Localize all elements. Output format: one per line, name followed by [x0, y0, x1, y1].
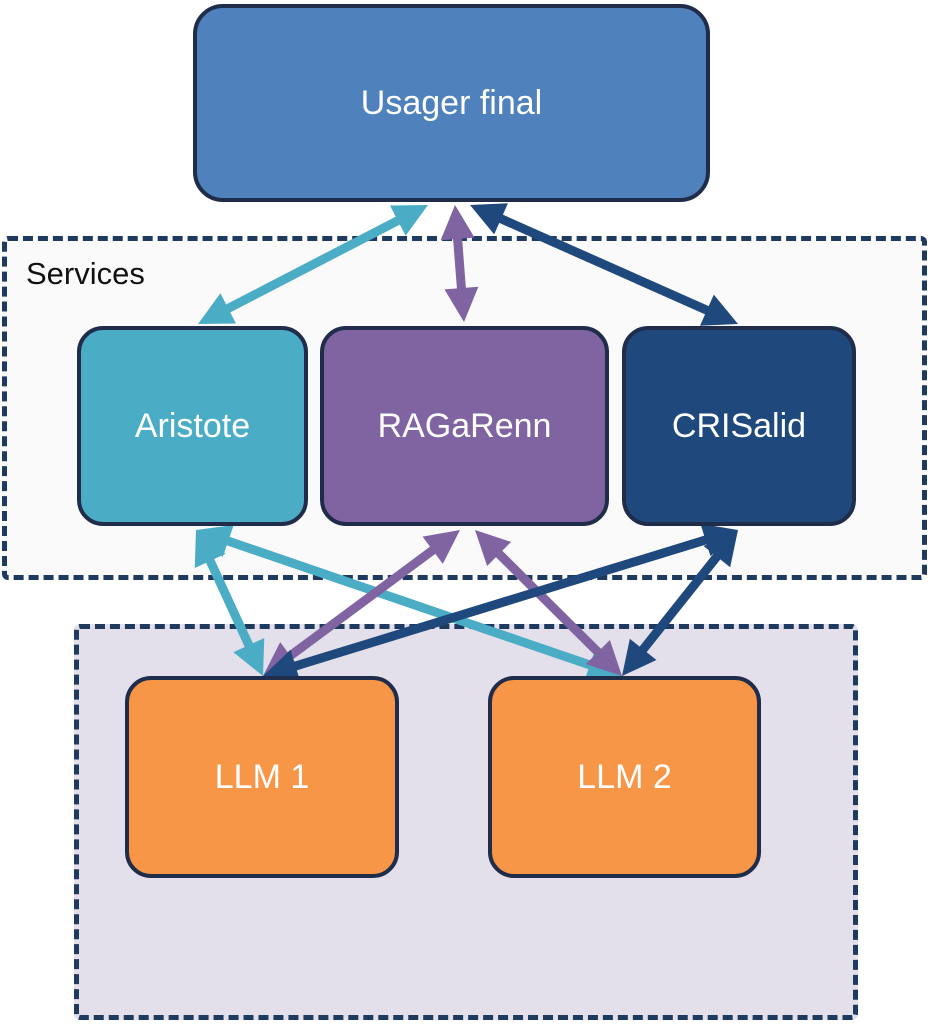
node-crisalid[interactable]: CRISalid — [622, 326, 856, 526]
node-ragarenn-label: RAGaRenn — [377, 406, 552, 445]
node-llm-2[interactable]: LLM 2 — [488, 676, 761, 878]
node-llm-2-label: LLM 2 — [577, 757, 672, 796]
arrow-head — [470, 203, 508, 235]
node-ragarenn[interactable]: RAGaRenn — [320, 326, 609, 526]
services-group-label: Services — [26, 256, 145, 291]
node-llm-1-label: LLM 1 — [214, 757, 310, 796]
node-llm-1[interactable]: LLM 1 — [125, 676, 399, 878]
node-usager-final[interactable]: Usager final — [193, 4, 710, 202]
node-usager-final-label: Usager final — [360, 83, 543, 122]
arrow-head — [389, 205, 428, 236]
arrow-head — [440, 205, 475, 241]
node-crisalid-label: CRISalid — [671, 406, 807, 445]
node-aristote-label: Aristote — [134, 406, 251, 445]
node-aristote[interactable]: Aristote — [77, 326, 308, 526]
